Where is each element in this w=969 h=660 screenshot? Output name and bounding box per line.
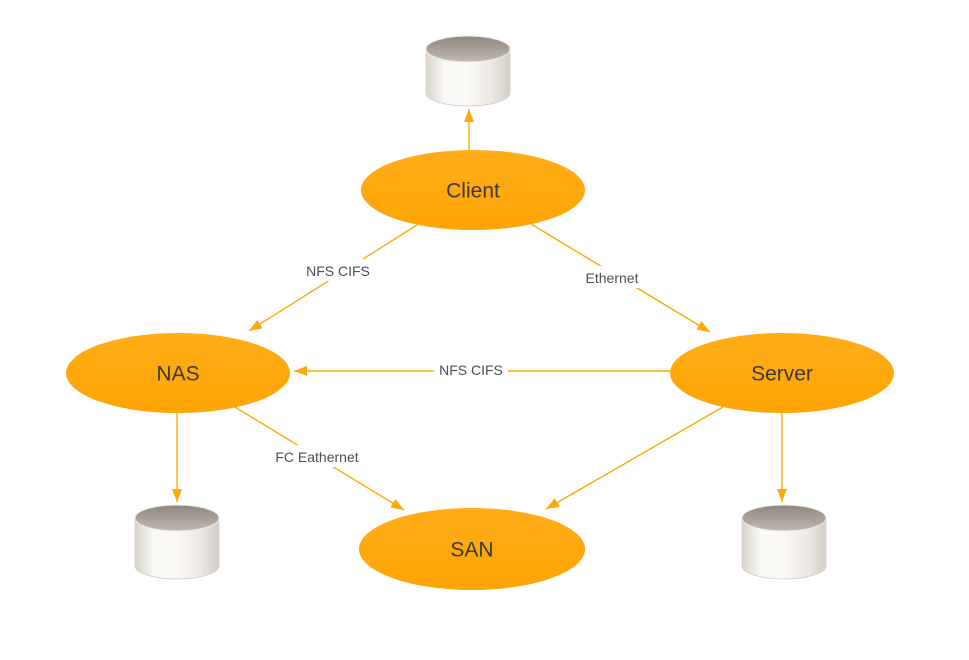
server-node: Server: [670, 333, 894, 413]
disk-top-face: [741, 504, 827, 532]
client-label: Client: [446, 180, 500, 203]
nas-label: NAS: [156, 363, 199, 386]
edge-label-nas-san: FC Eathernet: [270, 445, 364, 467]
disk-top-face: [134, 504, 220, 532]
storage-disk-icon-top: [425, 35, 511, 107]
edge-label-server-nas: NFS CIFS: [434, 358, 508, 380]
client-node: Client: [361, 150, 585, 230]
client-ellipse: [361, 150, 585, 230]
edge-label-client-nas: NFS CIFS: [301, 259, 375, 281]
edge-label-bg: [270, 445, 364, 467]
edge-label-nfs-cifs-client-nas: NFS CIFS: [306, 263, 370, 279]
nas-ellipse: [66, 333, 290, 413]
edge-label-bg: [579, 266, 645, 288]
server-label: Server: [751, 363, 813, 386]
storage-disk-icon-right: [741, 504, 827, 580]
san-ellipse: [359, 508, 585, 590]
edge-label-nfs-cifs-server-nas: NFS CIFS: [439, 362, 503, 378]
edge-labels-layer: NFS CIFS Ethernet NFS CIFS FC Eathernet: [270, 259, 645, 467]
edge-label-ethernet: Ethernet: [586, 270, 639, 286]
san-label: SAN: [450, 539, 493, 562]
disk-body: [134, 517, 220, 580]
edge-label-fc-eathernet: FC Eathernet: [275, 449, 358, 465]
san-node: SAN: [359, 508, 585, 590]
nas-node: NAS: [66, 333, 290, 413]
server-ellipse: [670, 333, 894, 413]
edge-server-to-san: [545, 406, 724, 510]
disk-body: [425, 48, 511, 107]
disk-top-face: [425, 35, 511, 63]
edge-label-bg: [434, 358, 508, 380]
edge-label-bg: [301, 259, 375, 281]
edge-label-client-server: Ethernet: [579, 266, 645, 288]
disk-body: [741, 517, 827, 580]
storage-disk-icon-left: [134, 504, 220, 580]
